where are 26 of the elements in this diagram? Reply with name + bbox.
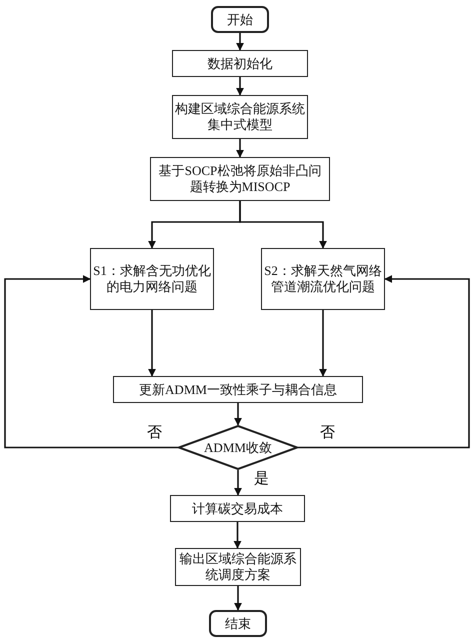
arrow xyxy=(234,403,242,426)
arrow xyxy=(4,275,178,448)
process-box: S1：求解含无功优化的电力网络问题 xyxy=(90,248,214,310)
arrow xyxy=(234,586,242,611)
process-box: 更新ADMM一致性乘子与耦合信息 xyxy=(113,376,363,403)
arrow xyxy=(236,139,244,158)
process-box: 数据初始化 xyxy=(172,50,308,77)
start-terminal: 开始 xyxy=(211,6,269,33)
arrow xyxy=(234,522,242,549)
process-box: 计算碳交易成本 xyxy=(170,495,305,522)
arrow xyxy=(236,77,244,96)
edge-label: 是 xyxy=(252,470,271,488)
arrow xyxy=(239,201,327,249)
arrow xyxy=(234,470,242,496)
decision-diamond: ADMM收敛 xyxy=(178,425,298,470)
process-box: 构建区域综合能源系统集中式模型 xyxy=(172,95,308,139)
arrow xyxy=(148,310,156,377)
edge-label: 否 xyxy=(318,424,337,442)
process-box: S2：求解天然气网络管道潮流优化问题 xyxy=(261,248,385,310)
arrow xyxy=(319,310,327,377)
edge-label: 否 xyxy=(145,424,164,442)
process-box: 基于SOCP松弛将原始非凸问题转换为MISOCP xyxy=(150,157,330,201)
process-box: 输出区域综合能源系统调度方案 xyxy=(175,548,301,586)
arrow xyxy=(298,275,470,448)
end-terminal: 结束 xyxy=(209,610,267,637)
arrow xyxy=(236,33,244,51)
